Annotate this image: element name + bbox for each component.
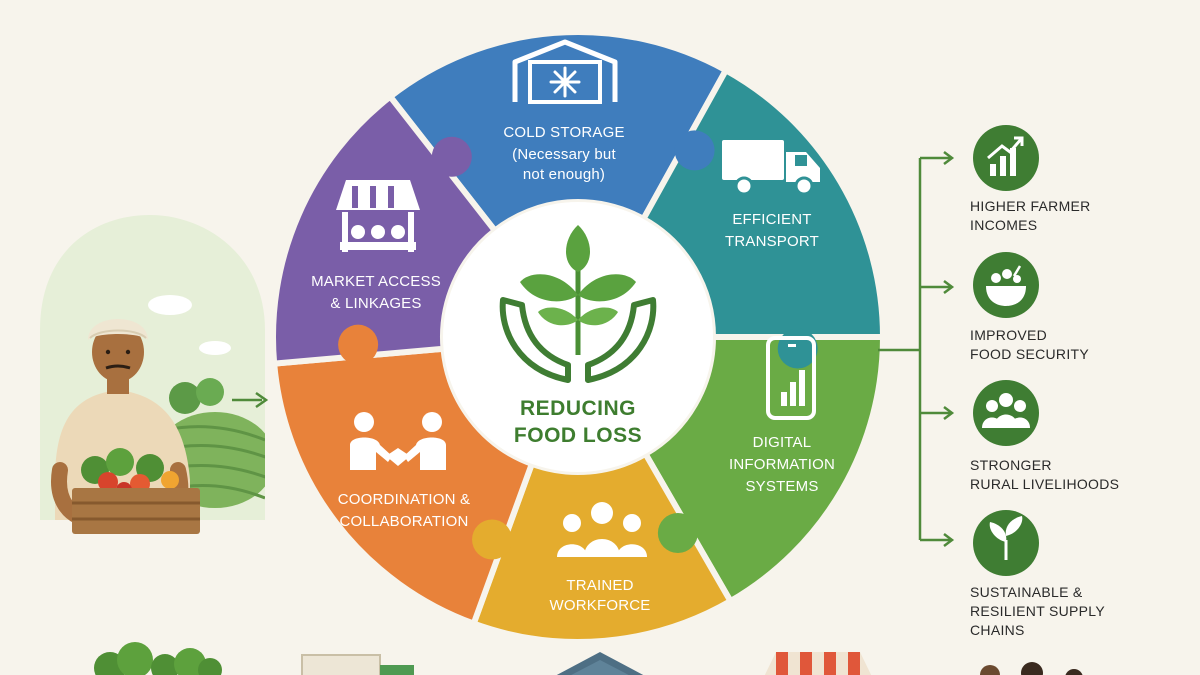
- outcome-connector: [878, 151, 955, 547]
- community-icon: [982, 393, 1030, 428]
- vegetables-pile-illustration: [94, 642, 222, 675]
- efficient-transport-label-line-1: EFFICIENT: [732, 211, 811, 228]
- warehouse-illustration: [556, 652, 644, 675]
- puzzle-knob-trained-workforce: [472, 519, 513, 560]
- snowflake-warehouse-icon: [512, 39, 618, 104]
- segment-label-market-access-linkages: MARKET ACCESS & LINKAGES: [311, 273, 441, 312]
- outcome-3-line-1: STRONGER: [970, 457, 1052, 473]
- digital-label-line-3: SYSTEMS: [745, 478, 818, 495]
- handshake-icon: [350, 412, 446, 470]
- center-title-line-2: FOOD LOSS: [514, 424, 642, 447]
- hands-holding-plant-icon: [499, 225, 657, 383]
- digital-label-line-1: DIGITAL: [753, 434, 812, 451]
- outcome-4-line-2: RESILIENT SUPPLY: [970, 603, 1105, 619]
- market-awning-illustration: [764, 652, 872, 675]
- segment-label-trained-workforce: TRAINED WORKFORCE: [550, 577, 651, 614]
- puzzle-knob-digital-information-systems: [657, 513, 698, 554]
- market-access-label-line-1: MARKET ACCESS: [311, 273, 441, 290]
- segment-label-digital-information-systems: DIGITAL INFORMATION SYSTEMS: [729, 434, 835, 495]
- truck-icon: [722, 140, 820, 196]
- farmer-to-ring-arrow: [232, 391, 269, 409]
- puzzle-knob-market-access-linkages: [431, 136, 472, 177]
- outcome-2-line-2: FOOD SECURITY: [970, 346, 1089, 362]
- segment-label-coordination-collaboration: COORDINATION & COLLABORATION: [338, 491, 471, 530]
- segment-label-cold-storage: COLD STORAGE (Necessary but not enough): [503, 124, 624, 183]
- people-heads-illustration: [980, 662, 1083, 675]
- coordination-label-line-2: COLLABORATION: [339, 513, 468, 530]
- outcome-4-line-1: SUSTAINABLE &: [970, 584, 1083, 600]
- cold-storage-label-line-1: COLD STORAGE: [503, 124, 624, 141]
- puzzle-knob-cold-storage: [674, 130, 715, 171]
- center-title-line-1: REDUCING: [520, 397, 636, 420]
- outcome-higher-farmer-incomes: HIGHER FARMER INCOMES: [970, 125, 1091, 233]
- trained-workforce-label-line-2: WORKFORCE: [550, 597, 651, 614]
- smartphone-chart-icon: [766, 336, 816, 420]
- puzzle-knob-coordination-collaboration: [338, 324, 379, 365]
- market-stall-icon: [336, 180, 420, 252]
- efficient-transport-label-line-2: TRANSPORT: [725, 233, 819, 250]
- puzzle-knob-efficient-transport: [777, 328, 818, 369]
- segment-label-efficient-transport: EFFICIENT TRANSPORT: [725, 211, 819, 250]
- farmer-illustration: [40, 215, 265, 534]
- outcome-stronger-rural-livelihoods: STRONGER RURAL LIVELIHOODS: [970, 380, 1119, 492]
- market-access-label-line-2: & LINKAGES: [330, 295, 421, 312]
- food-bowl-icon: [986, 265, 1026, 306]
- outcome-3-line-2: RURAL LIVELIHOODS: [970, 476, 1119, 492]
- trained-workforce-label-line-1: TRAINED: [566, 577, 633, 594]
- rising-chart-icon: [987, 136, 1024, 176]
- group-people-icon: [557, 502, 647, 557]
- outcome-2-line-1: IMPROVED: [970, 327, 1047, 343]
- coordination-label-line-1: COORDINATION &: [338, 491, 471, 508]
- outcome-1-line-2: INCOMES: [970, 217, 1037, 233]
- digital-label-line-2: INFORMATION: [729, 456, 835, 473]
- bottom-illustration-strip: [94, 642, 1083, 675]
- outcome-sustainable-resilient-supply-chains: SUSTAINABLE & RESILIENT SUPPLY CHAINS: [970, 510, 1105, 638]
- leaf-icon: [989, 516, 1023, 560]
- delivery-truck-illustration: [301, 654, 414, 675]
- outcome-4-line-3: CHAINS: [970, 622, 1025, 638]
- cold-storage-label-line-2: (Necessary but: [512, 146, 616, 163]
- outcome-1-line-1: HIGHER FARMER: [970, 198, 1091, 214]
- outcome-improved-food-security: IMPROVED FOOD SECURITY: [970, 252, 1089, 362]
- cold-storage-label-line-3: not enough): [523, 166, 605, 183]
- center-title: REDUCING FOOD LOSS: [514, 397, 642, 447]
